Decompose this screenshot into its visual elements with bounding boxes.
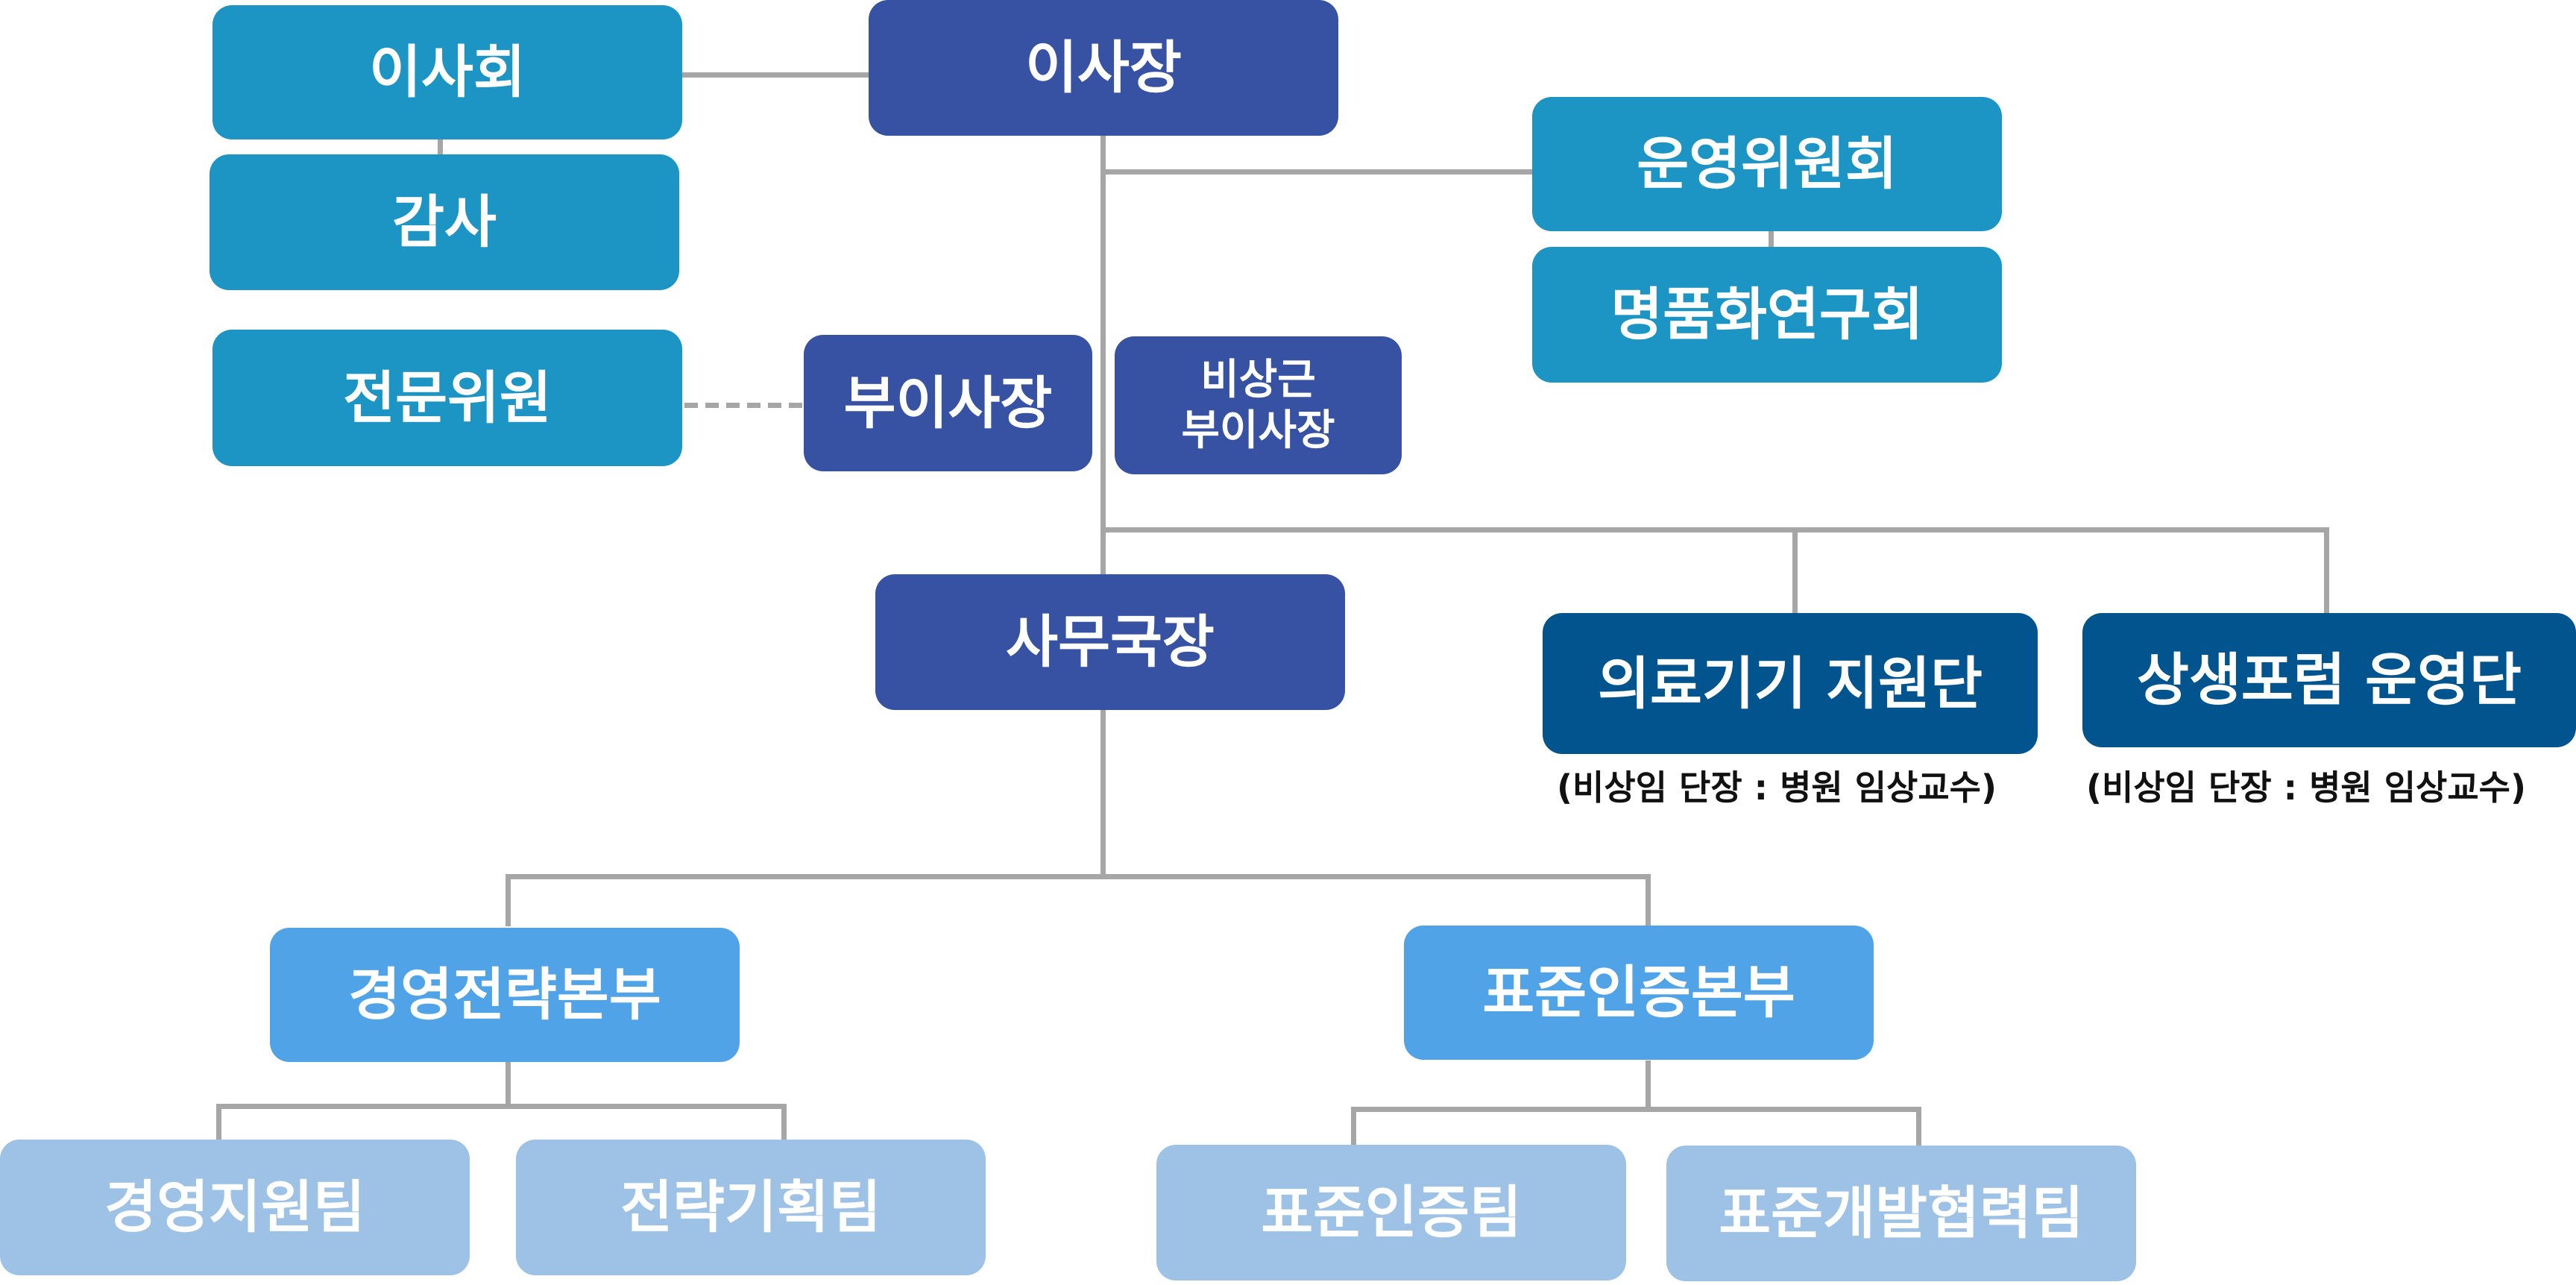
- node-medical-device-support-group: 의료기기 지원단: [1543, 613, 2038, 754]
- node-board: 이사회: [212, 5, 682, 139]
- node-expert-committee: 전문위원: [212, 330, 682, 466]
- connector-mgmt-teams: [216, 1104, 787, 1109]
- node-auditor: 감사: [210, 154, 679, 290]
- node-management-support-team: 경영지원팀: [0, 1140, 470, 1275]
- connector-std-teams-down: [1646, 1061, 1651, 1108]
- connector-team-strategy: [781, 1104, 787, 1141]
- connector-trunk-units: [1100, 527, 2328, 532]
- connector-expert-vice-dashed: [684, 403, 804, 408]
- note-coexistence-forum-group: (비상임 단장 : 병원 임상교수): [2086, 767, 2527, 808]
- node-coexistence-forum-group: 상생포럼 운영단: [2082, 613, 2576, 747]
- node-premium-research-group: 명품화연구회: [1532, 247, 2002, 383]
- node-steering-committee: 운영위원회: [1532, 97, 2002, 231]
- note-medical-device-support-group: (비상임 단장 : 병원 임상교수): [1557, 767, 1997, 808]
- connector-team-std-dev: [1916, 1107, 1921, 1146]
- node-standard-certification-division: 표준인증본부: [1404, 926, 1874, 1060]
- connector-forum-unit: [2324, 527, 2329, 613]
- connector-trunk-steering: [1100, 169, 1533, 175]
- node-secretary-general: 사무국장: [875, 574, 1345, 710]
- connector-main-trunk: [1100, 134, 1106, 574]
- node-standard-development-team: 표준개발협력팀: [1666, 1146, 2136, 1281]
- node-vice-chairman: 부이사장: [804, 335, 1092, 471]
- connector-mgmt-teams-down: [506, 1061, 511, 1105]
- connector-team-mgmt-support: [216, 1104, 221, 1141]
- connector-std-division: [1646, 874, 1651, 926]
- connector-steering-premium: [1769, 230, 1774, 248]
- connector-mgmt-division: [506, 874, 511, 926]
- connector-divisions: [506, 874, 1651, 879]
- connector-team-std-cert: [1351, 1107, 1356, 1146]
- connector-secretary-down: [1100, 709, 1106, 876]
- node-nonstanding-vice-chairman: 비상근 부이사장: [1115, 336, 1402, 474]
- node-standard-certification-team: 표준인증팀: [1156, 1145, 1626, 1281]
- node-chairman: 이사장: [869, 0, 1338, 136]
- node-management-strategy-division: 경영전략본부: [270, 928, 740, 1062]
- connector-std-teams: [1351, 1107, 1921, 1112]
- connector-medical-unit: [1792, 527, 1798, 613]
- connector-board-auditor: [438, 139, 443, 157]
- connector-board-chairman: [678, 72, 872, 78]
- node-strategic-planning-team: 전략기획팀: [516, 1140, 986, 1275]
